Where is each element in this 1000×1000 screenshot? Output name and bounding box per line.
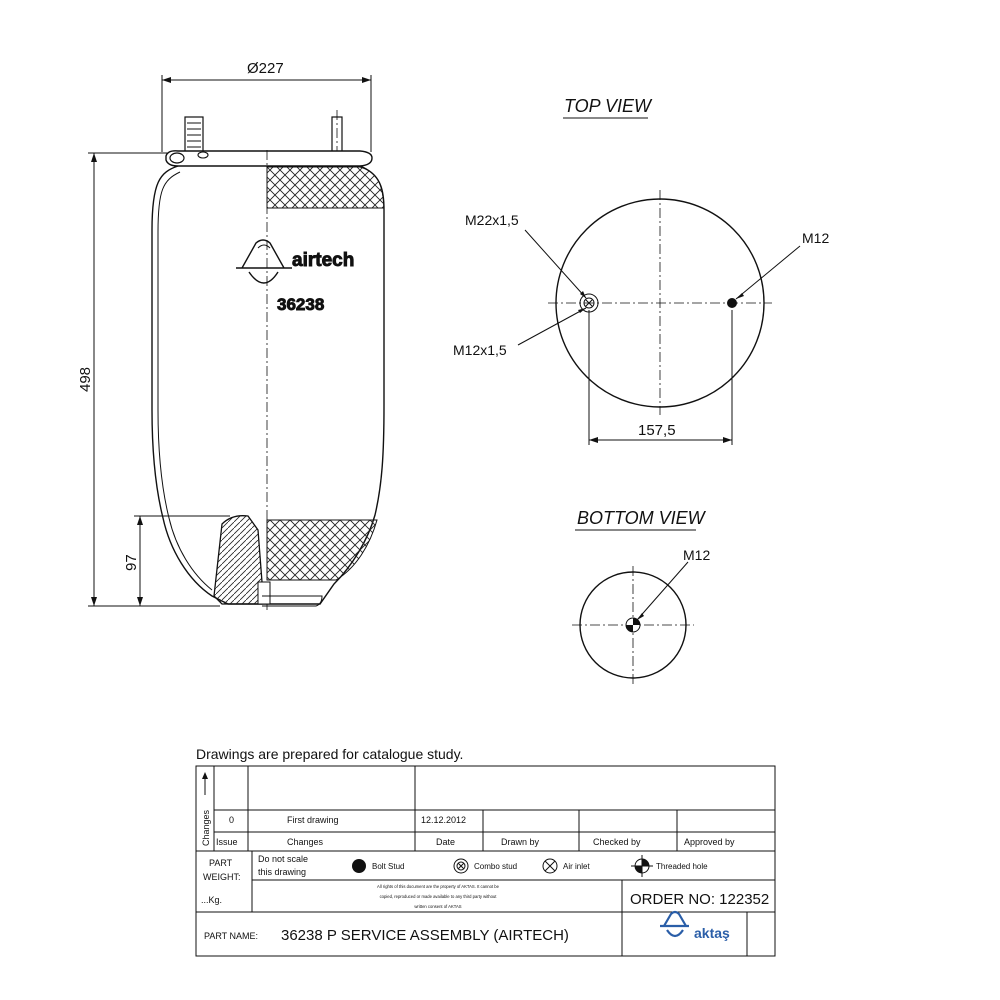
- legend-bolt-stud: Bolt Stud: [372, 862, 404, 871]
- lower-height-label: 97: [123, 554, 140, 571]
- header-drawn-by: Drawn by: [501, 837, 540, 847]
- legend-air-inlet: Air inlet: [563, 862, 590, 871]
- part-weight-line1: PART: [209, 858, 233, 868]
- header-approved-by: Approved by: [684, 837, 735, 847]
- height-label: 498: [77, 367, 94, 392]
- top-studs: [184, 110, 343, 160]
- changes-vertical-label: Changes: [201, 809, 211, 846]
- revision-description: First drawing: [287, 815, 339, 825]
- top-plate: [165, 150, 373, 167]
- bottom-view: BOTTOM VIEW M12: [572, 508, 710, 684]
- copyright-line-2: copied, reproduced or made available to …: [380, 894, 498, 899]
- weight-unit: ...Kg.: [201, 895, 222, 905]
- height-dimension: 498: [77, 152, 220, 607]
- part-weight-line2: WEIGHT:: [203, 872, 241, 882]
- part-code: 36238: [277, 295, 324, 314]
- stud-spacing-dimension: 157,5: [588, 310, 733, 445]
- revision-date: 12.12.2012: [421, 815, 466, 825]
- top-view-title: TOP VIEW: [564, 96, 653, 116]
- piston-section: [213, 515, 323, 607]
- do-not-scale-line2: this drawing: [258, 867, 306, 877]
- copyright-line-1: All rights of this document are the prop…: [377, 884, 500, 889]
- top-view: TOP VIEW M22x1,5 M12x1,5 M12 157,5: [453, 96, 829, 445]
- lower-height-dimension: 97: [123, 515, 230, 606]
- order-number: ORDER NO: 122352: [630, 891, 769, 908]
- part-name: 36238 P SERVICE ASSEMBLY (AIRTECH): [281, 927, 569, 944]
- bottom-view-title: BOTTOM VIEW: [577, 508, 707, 528]
- part-name-label: PART NAME:: [204, 931, 258, 941]
- bellows-body: [151, 150, 385, 612]
- title-block: Drawings are prepared for catalogue stud…: [195, 746, 776, 957]
- stud-label: M12: [802, 230, 829, 246]
- company-name: aktaş: [694, 925, 730, 941]
- revision-issue: 0: [229, 815, 234, 825]
- header-issue: Issue: [216, 837, 238, 847]
- catalogue-note: Drawings are prepared for catalogue stud…: [196, 746, 463, 762]
- legend-air-inlet-icon: [542, 858, 558, 874]
- legend-threaded-hole-icon: [631, 855, 653, 877]
- combo-label: M22x1,5: [465, 212, 519, 228]
- company-logo: aktaş: [660, 910, 730, 941]
- inlet-label: M12x1,5: [453, 342, 507, 358]
- header-checked-by: Checked by: [593, 837, 641, 847]
- header-date: Date: [436, 837, 455, 847]
- bolt-stud-symbol: [727, 298, 737, 308]
- logo-text: airtech: [292, 250, 354, 271]
- diameter-label: Ø227: [247, 60, 284, 77]
- bottom-stud-label: M12: [683, 547, 710, 563]
- legend-bolt-stud-icon: [352, 859, 366, 873]
- header-changes: Changes: [287, 837, 324, 847]
- legend-combo-stud-icon: [453, 858, 469, 874]
- stud-spacing-label: 157,5: [638, 422, 676, 439]
- side-view: Ø227 498 97: [77, 60, 385, 612]
- legend-threaded-hole: Threaded hole: [656, 862, 708, 871]
- do-not-scale-line1: Do not scale: [258, 854, 308, 864]
- legend-combo-stud: Combo stud: [474, 862, 517, 871]
- diameter-dimension: Ø227: [161, 60, 372, 152]
- copyright-line-3: written consent of AKTAS: [414, 904, 461, 909]
- product-logo: airtech 36238: [236, 239, 355, 314]
- threaded-hole-symbol: [625, 617, 641, 633]
